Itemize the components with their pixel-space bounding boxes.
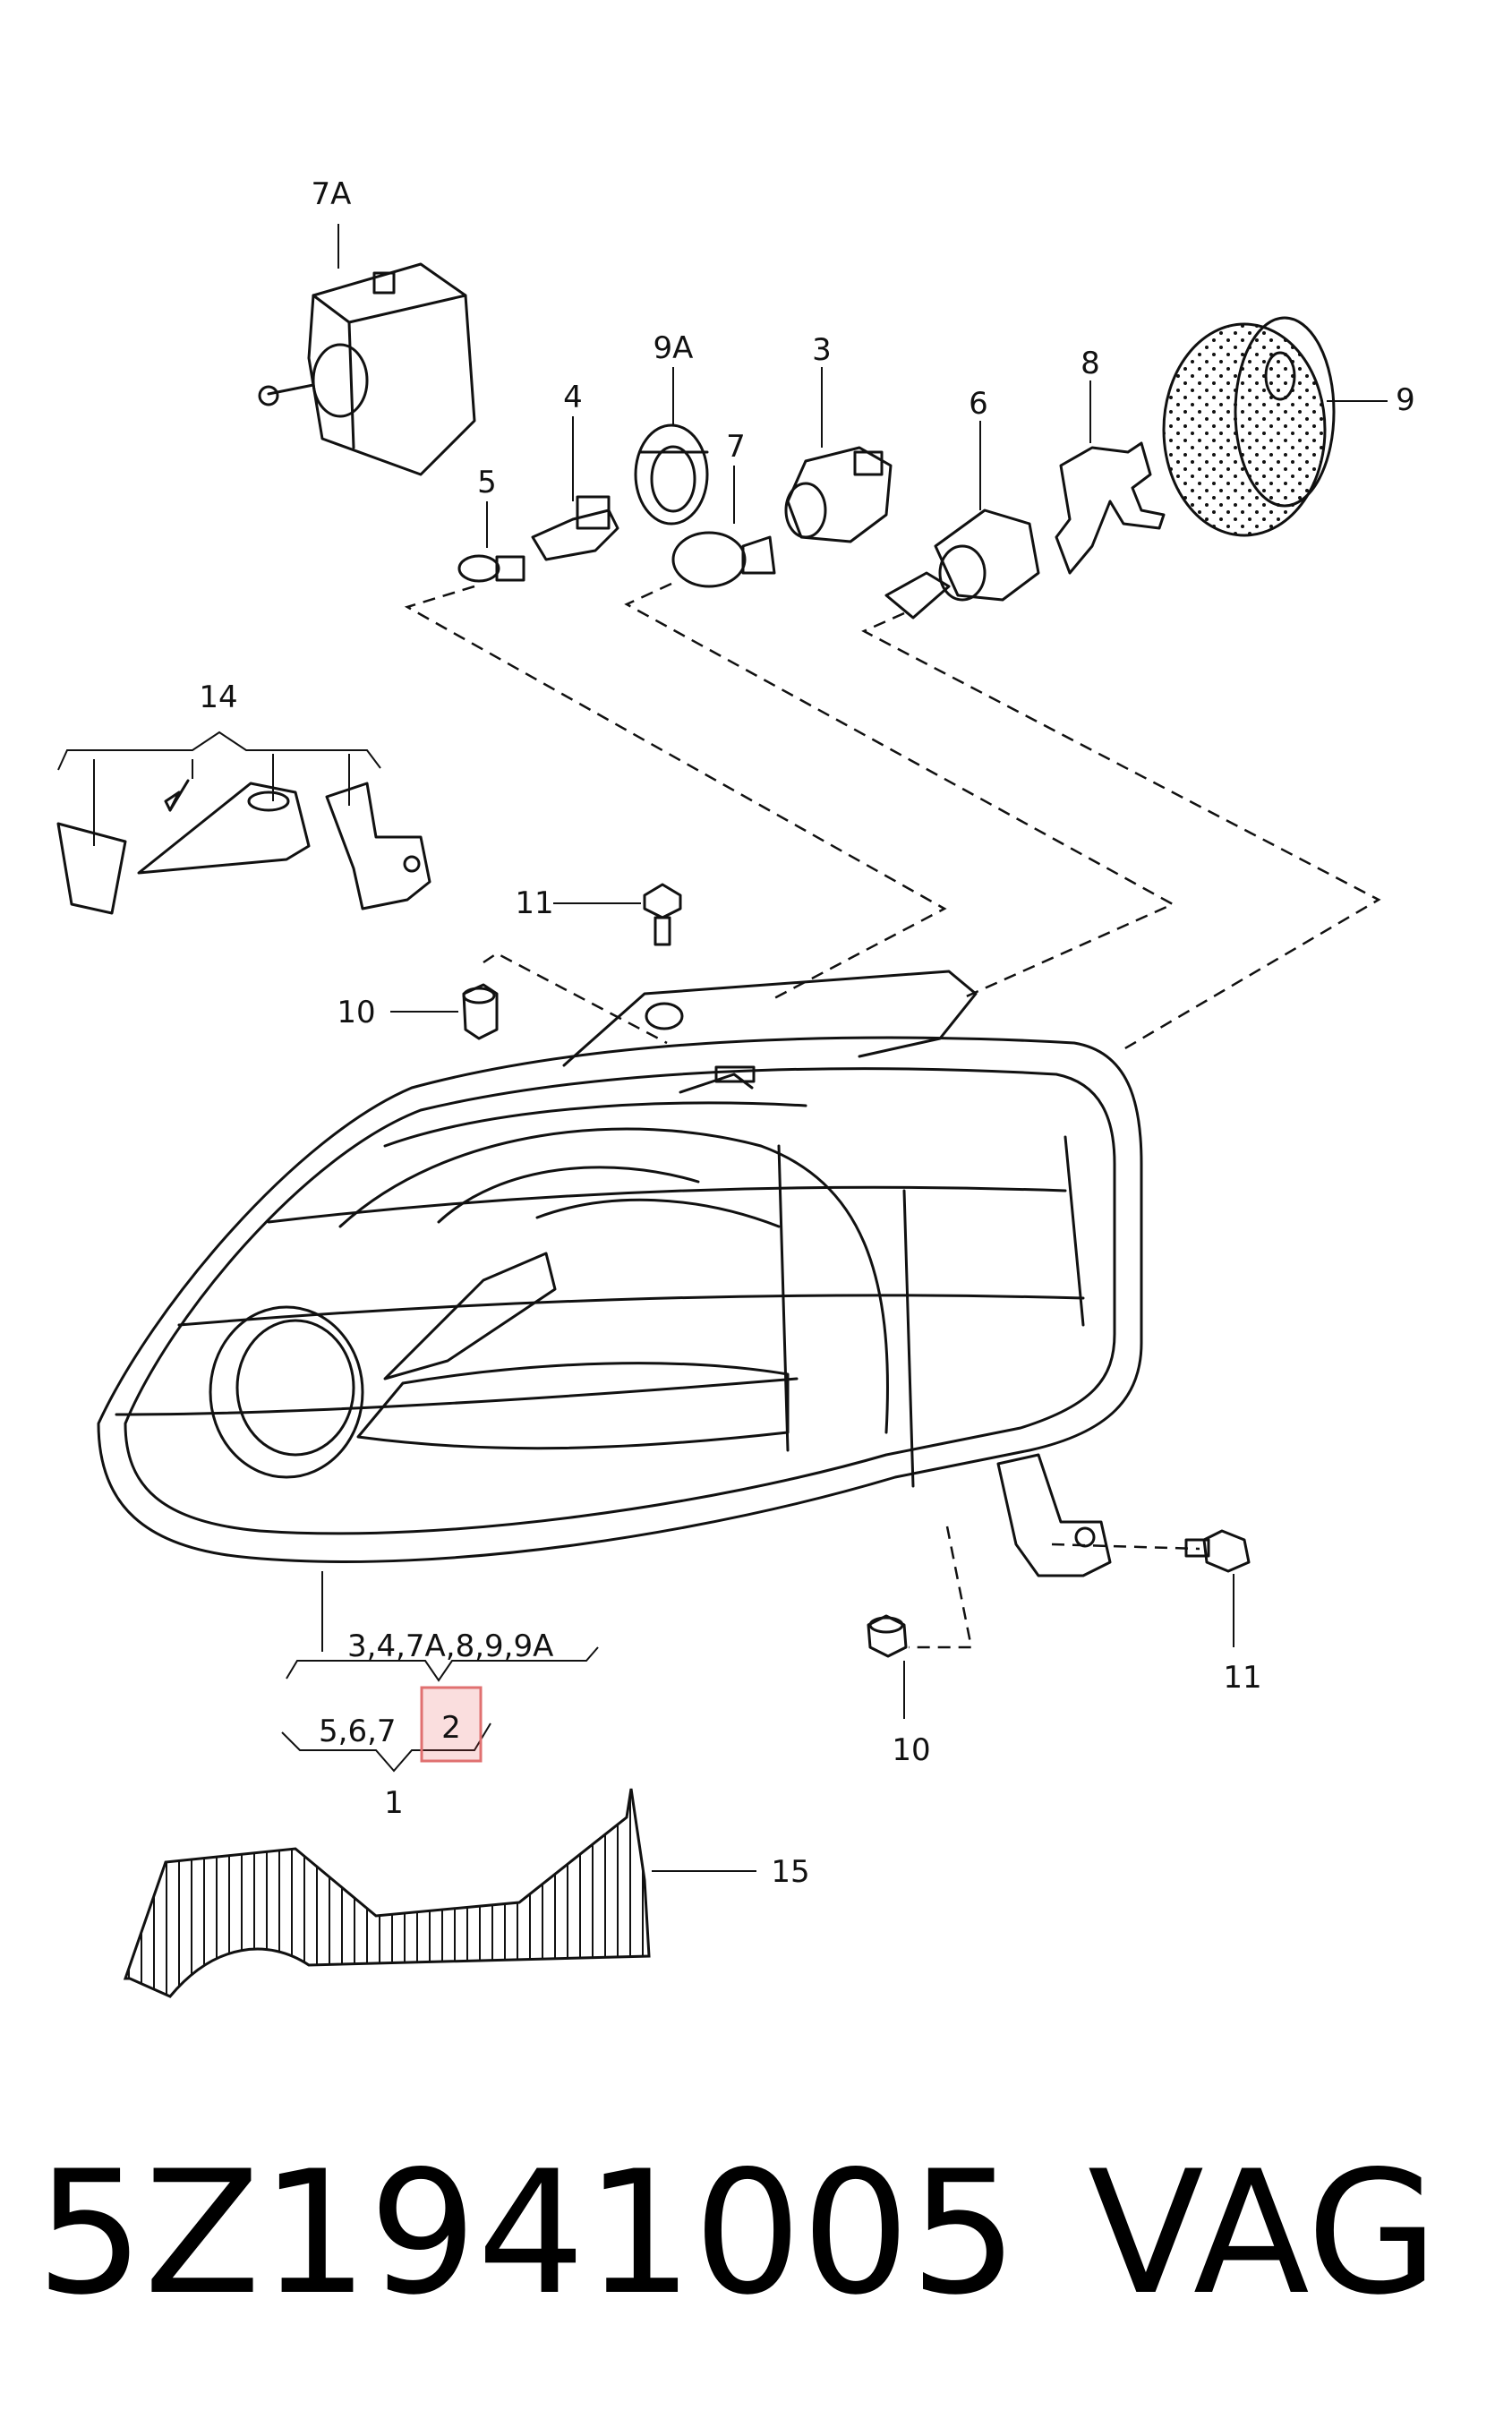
label-14: 14 <box>199 680 237 715</box>
label-group-a: 3,4,7A,8,9,9A <box>347 1628 553 1664</box>
lower-cover-15 <box>123 1788 756 1998</box>
headlight-housing <box>97 970 1143 1577</box>
label-3: 3 <box>812 332 832 368</box>
leveling-motor-7a <box>258 224 476 476</box>
label-2[interactable]: 2 <box>441 1710 461 1746</box>
assembly-dashed-lines <box>404 582 1381 1649</box>
bulb-socket-4 <box>531 416 619 561</box>
label-9a: 9A <box>653 330 694 366</box>
retaining-spring-8 <box>1055 380 1166 575</box>
screw-11-right <box>1184 1529 1251 1647</box>
ring-9a <box>634 367 709 526</box>
part-number: 5Z1941005 <box>36 2134 1019 2332</box>
nut-10-left <box>390 983 499 1040</box>
label-6: 6 <box>969 386 988 422</box>
label-5: 5 <box>477 465 497 500</box>
label-9: 9 <box>1396 382 1415 418</box>
label-1: 1 <box>384 1785 404 1821</box>
label-10-right: 10 <box>892 1732 930 1768</box>
label-15: 15 <box>771 1854 809 1890</box>
bulb-7 <box>671 466 776 588</box>
halogen-bulb-6 <box>884 421 1040 620</box>
label-7a: 7A <box>312 176 352 212</box>
label-group-b: 5,6,7 <box>319 1714 397 1749</box>
bulb-holder-3 <box>784 367 893 543</box>
brand-name: VAG <box>1088 2134 1439 2332</box>
label-11-top: 11 <box>515 885 553 921</box>
label-11-right: 11 <box>1223 1660 1261 1696</box>
screw-11-top <box>553 883 682 946</box>
cap-9 <box>1162 316 1388 537</box>
part-2-highlight[interactable] <box>420 1686 483 1763</box>
label-10-left: 10 <box>337 995 375 1030</box>
label-7: 7 <box>726 429 746 465</box>
nut-10-right <box>867 1614 908 1719</box>
label-8: 8 <box>1081 346 1100 381</box>
small-bulb-5 <box>457 501 525 583</box>
label-4: 4 <box>563 380 583 415</box>
repair-set-14 <box>56 731 431 915</box>
part-group-brackets <box>281 1571 599 1773</box>
